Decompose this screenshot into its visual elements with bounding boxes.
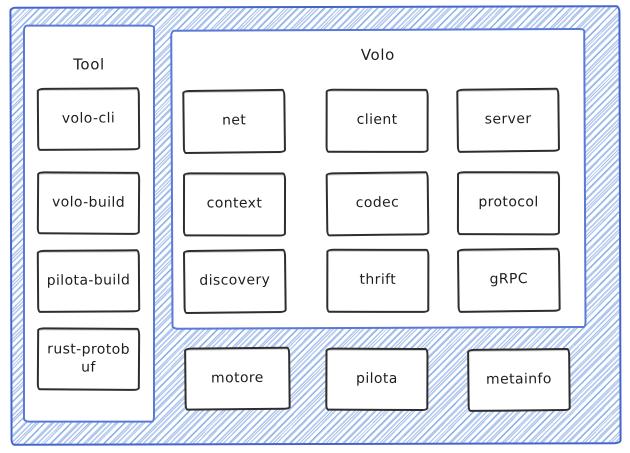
outer-frame: Tool volo-cli volo-build pilota-build ru… — [9, 5, 622, 446]
box-label: metainfo — [485, 370, 552, 388]
box-metainfo: metainfo — [467, 347, 571, 412]
box-motore: motore — [184, 346, 291, 411]
bottom-box-row: motore pilota metainfo — [11, 7, 619, 444]
box-label: pilota — [356, 370, 398, 387]
box-pilota: pilota — [325, 347, 429, 412]
box-label: motore — [210, 369, 264, 387]
